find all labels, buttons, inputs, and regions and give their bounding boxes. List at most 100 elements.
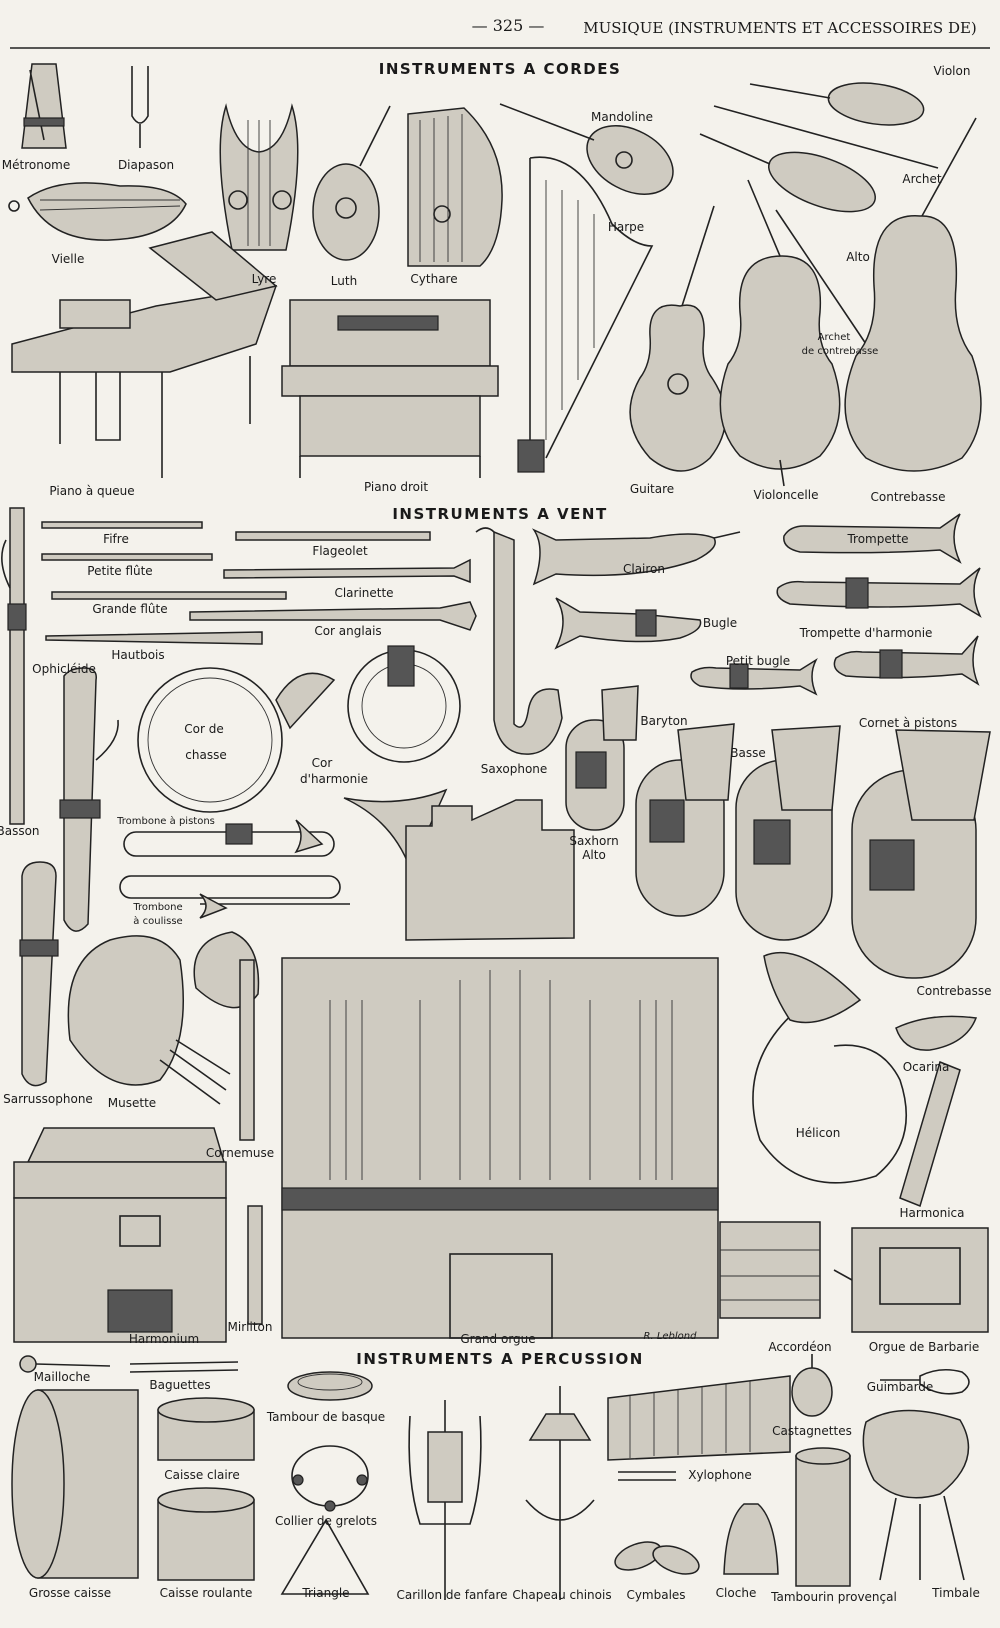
label-violoncelle: Violoncelle [753,488,819,502]
harmony-trumpet-illustration [776,567,982,618]
harmonica-illustration [899,1060,961,1208]
label-cornemuse: Cornemuse [205,1146,275,1160]
label-petit-bugle: Petit bugle [725,654,791,668]
valve-trombone-illustration [123,819,335,857]
label-saxhorn-1: Saxhorn [569,834,619,848]
mandolin-illustration [499,103,674,195]
slide-trombone-illustration [119,875,350,919]
label-contrebasse-vent: Contrebasse [916,984,992,998]
tambourine-illustration [287,1371,373,1401]
flageolet-illustration [235,531,431,541]
english-horn-illustration [189,601,477,631]
label-trombone-coulisse-2: à coulisse [133,916,183,927]
ophicleide-illustration [59,667,119,932]
clarion-illustration [531,528,741,586]
fife-illustration [41,521,203,529]
label-basse: Basse [730,746,766,760]
label-ophicleide: Ophicléide [32,662,96,676]
label-cymbales: Cymbales [626,1588,686,1602]
label-grand-orgue: Grand orgue [460,1332,536,1346]
helicon-illustration [752,951,907,1184]
clarinet-illustration [223,558,471,584]
musette-illustration [67,935,231,1105]
label-clairon: Clairon [622,562,666,576]
label-metronome: Métronome [1,158,71,172]
label-baguettes: Baguettes [149,1378,211,1392]
label-harpe: Harpe [607,220,645,234]
label-helicon: Hélicon [795,1126,841,1140]
label-mirliton: Mirliton [227,1320,273,1334]
page-title: MUSIQUE (INSTRUMENTS ET ACCESSOIRES DE) [583,19,977,37]
label-caisse-claire: Caisse claire [164,1468,240,1482]
label-violon: Violon [933,64,971,78]
label-lyre: Lyre [251,272,277,286]
barrel-organ-illustration [833,1227,989,1333]
bell-illustration [723,1503,779,1575]
lyre-illustration [219,103,299,251]
label-trompette-harmonie: Trompette d'harmonie [799,626,933,640]
metronome-illustration [21,63,67,149]
label-xylophone: Xylophone [688,1468,752,1482]
piccolo-illustration [41,553,213,561]
label-contrebasse: Contrebasse [870,490,946,504]
label-petite-flute: Petite flûte [87,564,153,578]
triangle-illustration [280,1518,370,1595]
label-guimbarde: Guimbarde [866,1380,934,1394]
label-ocarina: Ocarina [902,1060,950,1074]
label-carillon-fanfare: Carillon de fanfare [396,1588,508,1602]
accordion-illustration [719,1221,821,1319]
grand-piano-illustration [11,231,278,478]
label-trombone-pistons: Trombone à pistons [117,816,215,827]
upright-piano-illustration [281,299,499,478]
label-tambour-basque: Tambour de basque [266,1410,386,1424]
grand-organ-illustration [281,799,719,1339]
label-chapeau-chinois: Chapeau chinois [512,1588,612,1602]
label-cor-harmonie-1: Cor [311,756,333,770]
cornet-illustration [833,635,980,686]
bow-illustration [713,105,939,169]
label-cor-chasse-2: chasse [185,748,227,762]
violin-illustration [749,82,925,126]
tuning-fork-illustration [131,66,149,148]
viola-illustration [699,133,877,213]
label-castagnettes: Castagnettes [772,1424,852,1438]
label-luth: Luth [330,274,358,288]
label-saxophone: Saxophone [480,762,548,776]
label-grande-flute: Grande flûte [92,602,168,616]
label-harmonium: Harmonium [128,1332,200,1346]
trumpet-illustration [783,513,962,564]
double-bass-bow-illustration [775,209,867,345]
label-hautbois: Hautbois [111,648,165,662]
cymbals-illustration [614,1541,700,1575]
ocarina-illustration [895,1015,978,1051]
sleigh-bells-collar-illustration [291,1445,369,1512]
french-horn-illustration [343,645,461,870]
label-fifre: Fifre [103,532,129,546]
jaw-harp-illustration [880,1368,970,1395]
section-title-percussion: INSTRUMENTS A PERCUSSION [356,1350,644,1368]
zither-illustration [407,107,503,267]
label-baryton: Baryton [640,714,688,728]
artist-signature: R. Leblond [643,1331,697,1342]
label-cor-harmonie-2: d'harmonie [300,772,368,786]
label-vielle: Vielle [51,252,85,266]
section-title-cordes: INSTRUMENTS A CORDES [378,60,622,78]
bagpipe-illustration [193,931,260,1141]
label-cor-chasse-1: Cor de [184,722,224,736]
label-mailloche: Mailloche [33,1370,91,1384]
provencal-drum-illustration [795,1447,851,1587]
section-title-vent: INSTRUMENTS A VENT [392,505,608,523]
bass-drum-illustration [11,1389,139,1579]
label-alto: Alto [846,250,870,264]
label-basson: Basson [0,824,40,838]
castanets-illustration [791,1354,833,1417]
bass-tuba-illustration [635,723,735,917]
label-trompette: Trompette [847,532,909,546]
carillon-illustration [408,1400,482,1600]
label-bugle: Bugle [702,616,738,630]
flute-illustration [51,591,287,600]
label-triangle: Triangle [302,1586,350,1600]
label-piano-droit: Piano droit [363,480,429,494]
